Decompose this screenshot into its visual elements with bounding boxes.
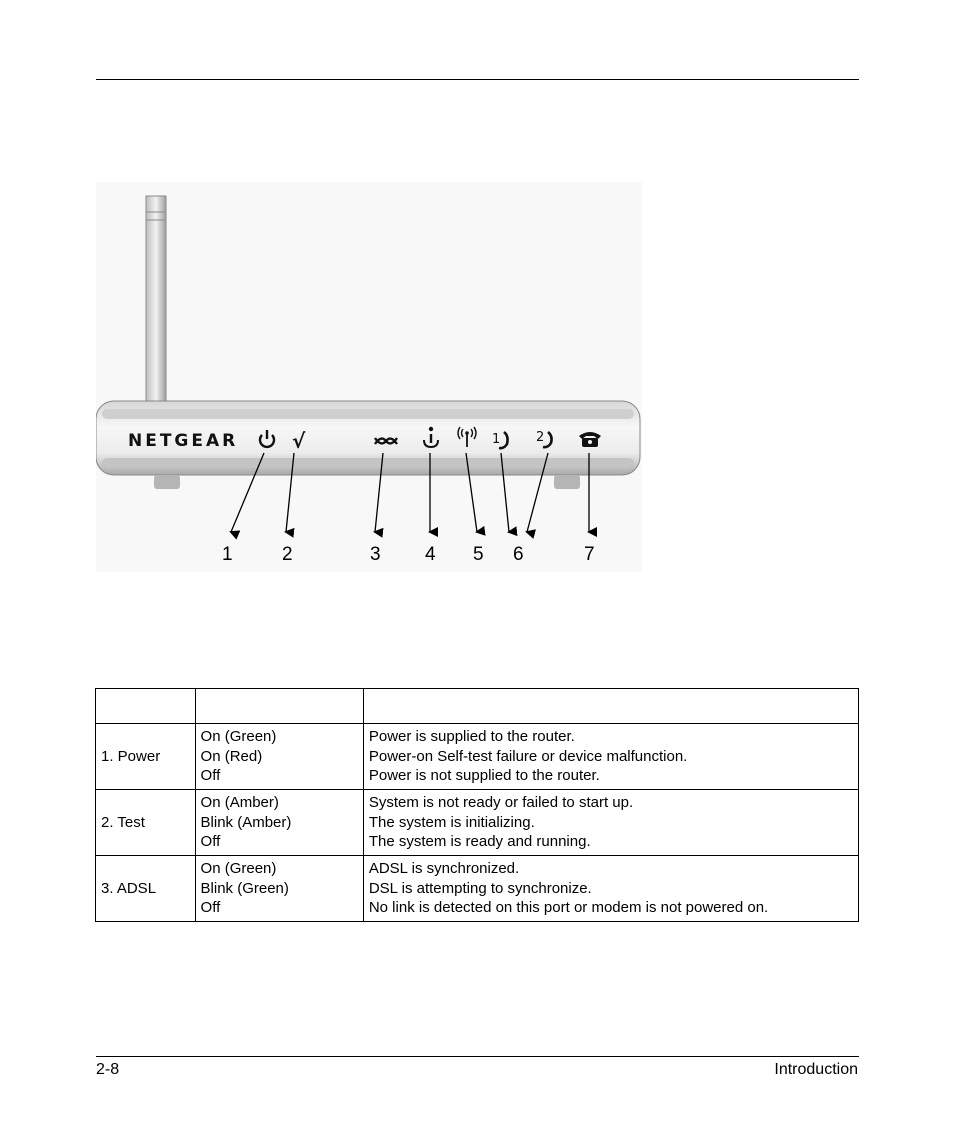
header-cell-led [95,688,196,724]
header-cell-activity [194,688,364,724]
callout-7: 7 [584,544,595,565]
wireless-icon [457,426,477,447]
adsl-wave-icon [374,437,398,445]
router-body: NETGEAR [96,400,641,489]
led-status-table: 1. Power On (Green) On (Red) Off Power i… [95,688,860,922]
netgear-logo: NETGEAR [128,431,238,451]
svg-text:1: 1 [492,432,500,447]
led-description: DSL is attempting to synchronize. [368,879,592,897]
led-description: ADSL is synchronized. [368,860,520,878]
phone-line-1-icon: 1 [492,430,509,450]
callout-4: 4 [425,544,436,565]
header-rule [96,79,859,80]
callout-arrows [229,452,597,540]
section-name: Introduction [774,1061,858,1078]
led-state: Blink (Amber) [200,813,292,831]
led-states-cell: On (Amber) Blink (Amber) Off [194,789,364,856]
led-state: Off [200,899,221,917]
led-label: 2. Test [101,813,145,831]
table-row: 3. ADSL On (Green) Blink (Green) Off ADS… [95,855,860,922]
led-state: On (Red) [200,747,263,765]
footer-rule [96,1056,859,1057]
led-state: Blink (Green) [200,879,289,897]
led-state: Off [200,833,221,851]
led-description: System is not ready or failed to start u… [368,794,634,812]
antenna [145,195,167,407]
led-description: Power is not supplied to the router. [368,767,600,785]
led-states-cell: On (Green) Blink (Green) Off [194,855,364,922]
telephone-icon [579,432,601,447]
led-description: The system is ready and running. [368,833,591,851]
led-description: The system is initializing. [368,813,535,831]
led-descriptions-cell: Power is supplied to the router. Power-o… [362,723,860,790]
internet-i-icon [423,426,439,449]
led-label: 3. ADSL [101,879,157,897]
led-descriptions-cell: System is not ready or failed to start u… [362,789,860,856]
led-state: On (Green) [200,728,277,746]
led-label: 1. Power [101,747,161,765]
led-description: No link is detected on this port or mode… [368,899,769,917]
callout-6: 6 [513,544,524,565]
led-states-cell: On (Green) On (Red) Off [194,723,364,790]
table-header-row [95,688,860,724]
svg-text:2: 2 [536,430,544,445]
phone-line-2-icon: 2 [536,430,553,449]
led-state: On (Amber) [200,794,279,812]
table-row: 2. Test On (Amber) Blink (Amber) Off Sys… [95,789,860,856]
led-label-cell: 3. ADSL [95,855,196,922]
led-label-cell: 2. Test [95,789,196,856]
led-description: Power-on Self-test failure or device mal… [368,747,688,765]
table-row: 1. Power On (Green) On (Red) Off Power i… [95,723,860,790]
led-state: Off [200,767,221,785]
led-label-cell: 1. Power [95,723,196,790]
callout-1: 1 [222,544,233,565]
led-state: On (Green) [200,860,277,878]
power-icon [258,430,276,449]
header-cell-description [362,688,860,724]
callout-2: 2 [282,544,293,565]
page-number: 2-8 [96,1061,120,1078]
led-descriptions-cell: ADSL is synchronized. DSL is attempting … [362,855,860,922]
test-check-icon: √ [292,429,306,453]
led-description: Power is supplied to the router. [368,728,575,746]
callout-5: 5 [473,544,484,565]
router-front-panel-figure: NETGEAR √ 1 2 1 [96,182,642,572]
callout-3: 3 [370,544,381,565]
